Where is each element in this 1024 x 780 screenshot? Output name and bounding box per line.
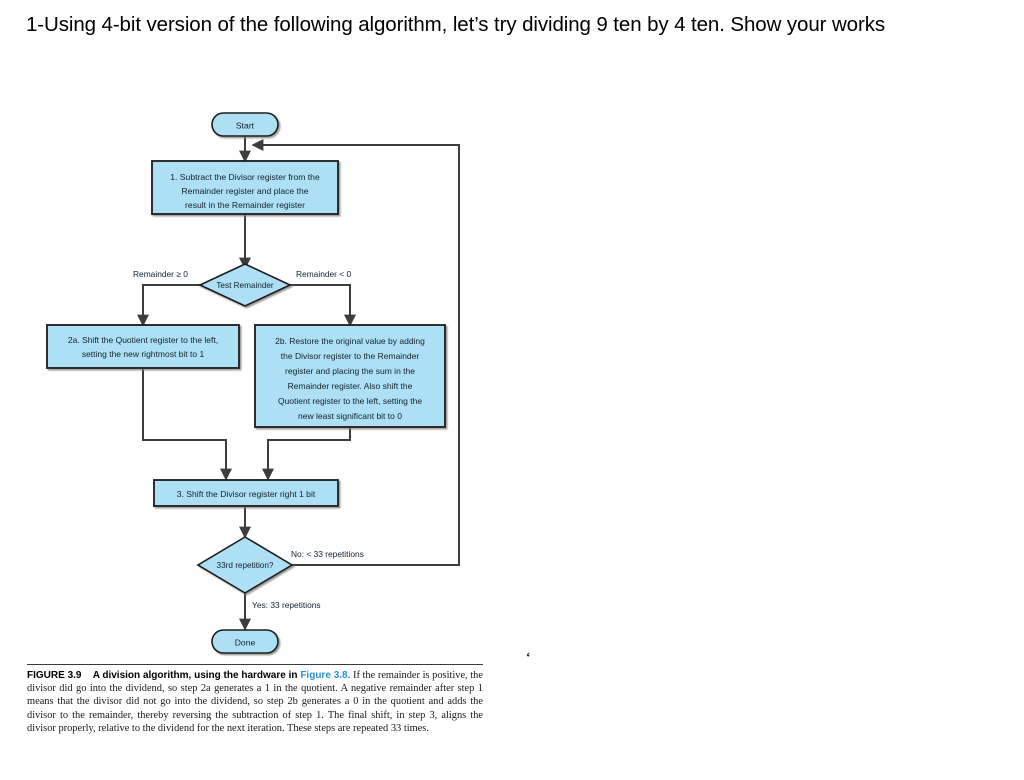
edge-no-feedback-loop [251, 139, 460, 566]
edge-test-to-step2b [288, 284, 356, 327]
edge-label-yes-branch: Yes: 33 repetitions [252, 600, 321, 610]
edge-label-remainder-ge-zero: Remainder ≥ 0 [133, 269, 188, 279]
node-step1-shape [151, 160, 339, 215]
node-step2a-line-2: setting the new rightmost bit to 1 [82, 349, 205, 359]
node-step1-line-1: 1. Subtract the Divisor register from th… [170, 172, 320, 182]
node-done[interactable]: Done [211, 629, 279, 654]
node-test-remainder-shape [198, 263, 292, 307]
caption-title-spacer [81, 670, 92, 681]
node-step2b-shape [254, 324, 446, 428]
node-step1-line-3: result in the Remainder register [185, 200, 305, 210]
edge-step2a-to-step3 [142, 368, 232, 481]
node-step2b-line-1: 2b. Restore the original value by adding [275, 336, 425, 346]
caption-figure-link[interactable]: Figure 3.8. [300, 670, 351, 681]
node-done-shape [211, 629, 279, 654]
node-test-remainder-label: Test Remainder [216, 281, 274, 290]
edge-step2b-to-step3 [262, 427, 351, 481]
node-step1[interactable]: 1. Subtract the Divisor register from th… [151, 160, 339, 215]
node-step2b-line-2: the Divisor register to the Remainder [281, 351, 420, 361]
node-step3-shape [153, 479, 339, 507]
node-test-remainder[interactable]: Test Remainder [198, 263, 292, 307]
node-start-shape [211, 112, 279, 137]
node-step2b-line-6: new least significant bit to 0 [298, 411, 402, 421]
node-step1-line-2: Remainder register and place the [181, 186, 308, 196]
caption-text: FIGURE 3.9 A division algorithm, using t… [27, 669, 483, 735]
node-start[interactable]: Start [211, 112, 279, 137]
node-repetition-test-shape [196, 536, 294, 594]
node-repetition-test[interactable]: 33rd repetition? [196, 536, 294, 594]
edge-label-remainder-lt-zero: Remainder < 0 [296, 269, 352, 279]
node-step2b-line-5: Quotient register to the left, setting t… [278, 396, 422, 406]
node-step2b-line-3: register and placing the sum in the [285, 366, 415, 376]
node-start-label: Start [236, 121, 255, 131]
node-step2a-shape [46, 324, 240, 369]
node-step2b-line-4: Remainder register. Also shift the [288, 381, 413, 391]
node-step3-label: 3. Shift the Divisor register right 1 bi… [177, 489, 316, 499]
caption-divider [27, 664, 483, 665]
stray-quote-artifact: ‘ [526, 649, 531, 664]
flowchart-connectors [137, 136, 460, 631]
question-heading: 1-Using 4-bit version of the following a… [26, 13, 886, 36]
node-repetition-test-label: 33rd repetition? [217, 561, 274, 570]
node-step2b[interactable]: 2b. Restore the original value by adding… [254, 324, 446, 428]
node-step2a[interactable]: 2a. Shift the Quotient register to the l… [46, 324, 240, 369]
figure-caption: FIGURE 3.9 A division algorithm, using t… [27, 664, 483, 735]
caption-title: A division algorithm, using the hardware… [92, 670, 298, 681]
caption-body: If the remainder is positive, the diviso… [27, 670, 483, 734]
node-step2a-line-1: 2a. Shift the Quotient register to the l… [68, 335, 218, 345]
node-step3[interactable]: 3. Shift the Divisor register right 1 bi… [153, 479, 339, 507]
edge-label-no-branch: No: < 33 repetitions [291, 549, 364, 559]
node-done-label: Done [235, 638, 256, 648]
caption-figure-number: FIGURE 3.9 [27, 670, 82, 681]
edge-test-to-step2a [137, 284, 203, 327]
